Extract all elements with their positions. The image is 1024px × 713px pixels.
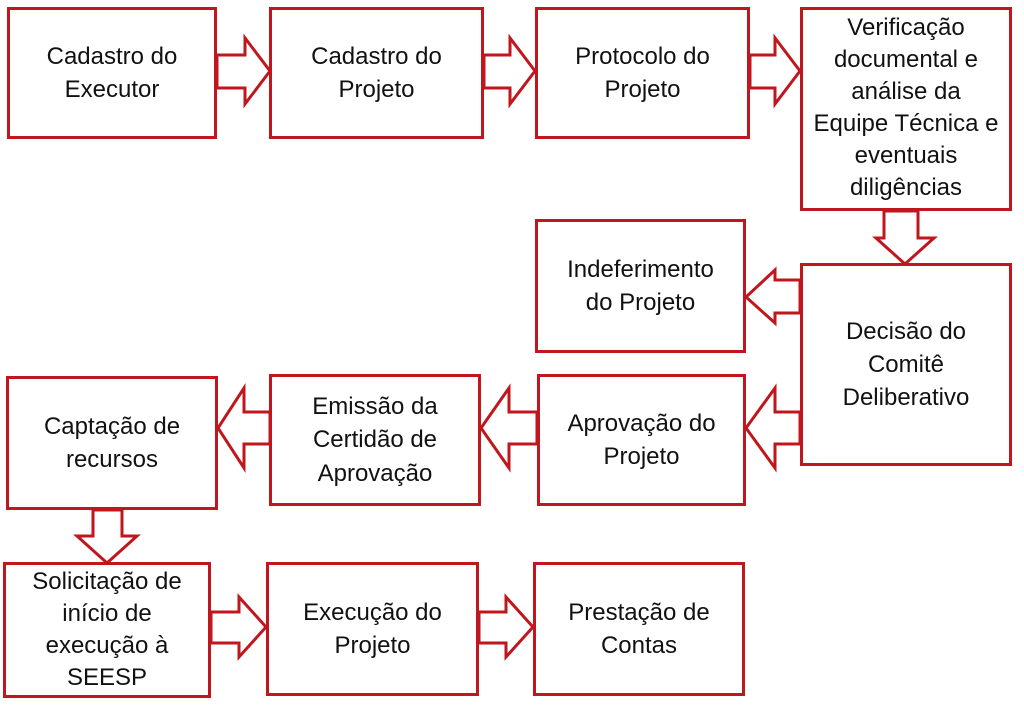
step-prestacao-contas: Prestação de Contas xyxy=(533,562,745,696)
arrow-execucao-to-prestacao xyxy=(477,593,536,661)
step-cadastro-projeto: Cadastro do Projeto xyxy=(269,7,484,139)
step-decisao-comite: Decisão do Comitê Deliberativo xyxy=(800,263,1012,466)
arrow-executor-to-cadastro-projeto xyxy=(215,33,272,109)
step-captacao-recursos: Captação de recursos xyxy=(6,376,218,510)
arrow-emissao-to-captacao xyxy=(216,382,272,474)
step-emissao-certidao: Emissão da Certidão de Aprovação xyxy=(269,374,481,506)
step-verificacao-documental: Verificação documental e análise da Equi… xyxy=(800,7,1012,211)
step-indeferimento-projeto: Indeferimento do Projeto xyxy=(535,219,746,353)
arrow-solicitacao-to-execucao xyxy=(209,593,269,661)
arrow-verificacao-to-decisao xyxy=(872,209,938,267)
arrow-captacao-to-solicitacao xyxy=(73,508,141,566)
arrow-aprovacao-to-emissao xyxy=(479,383,539,473)
arrow-decisao-to-aprovacao xyxy=(744,383,802,473)
arrow-cadastro-to-protocolo xyxy=(482,33,537,109)
arrow-decisao-to-indeferimento xyxy=(743,266,802,327)
step-cadastro-executor: Cadastro do Executor xyxy=(7,7,217,139)
arrow-protocolo-to-verificacao xyxy=(748,33,802,109)
step-protocolo-projeto: Protocolo do Projeto xyxy=(535,7,750,139)
step-execucao-projeto: Execução do Projeto xyxy=(266,562,479,696)
step-aprovacao-projeto: Aprovação do Projeto xyxy=(537,374,746,506)
step-solicitacao-inicio-execucao: Solicitação de início de execução à SEES… xyxy=(3,562,211,698)
